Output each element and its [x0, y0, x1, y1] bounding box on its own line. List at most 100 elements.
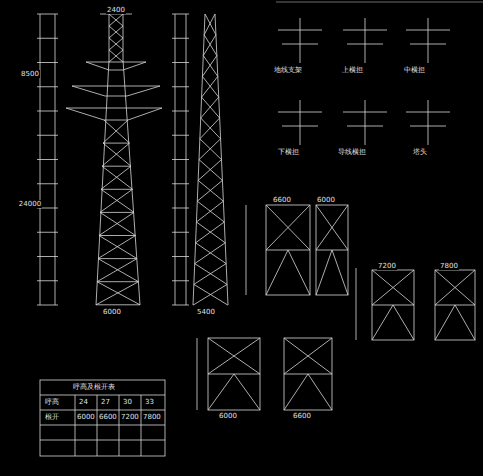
- member-line: [109, 26, 123, 38]
- member-line: [37, 159, 58, 160]
- member-line: [208, 338, 260, 374]
- member-line: [204, 14, 215, 35]
- member-line: [197, 180, 222, 201]
- member-line: [37, 280, 58, 281]
- member-line: [455, 305, 475, 340]
- member-line: [428, 100, 429, 145]
- member-line: [316, 205, 348, 250]
- member-line: [103, 120, 128, 143]
- member-line: [208, 374, 234, 410]
- member-line: [172, 232, 189, 233]
- dimension-text: 6000: [218, 412, 238, 420]
- member-line: [119, 395, 120, 456]
- member-line: [40, 425, 165, 426]
- member-line: [193, 284, 227, 305]
- member-line: [234, 374, 260, 410]
- member-line: [172, 38, 189, 39]
- member-line: [365, 18, 366, 63]
- table-cell: 33: [144, 398, 155, 406]
- member-line: [75, 395, 76, 456]
- member-line: [200, 139, 222, 160]
- member-line: [202, 97, 220, 118]
- member-line: [406, 112, 450, 113]
- member-line: [204, 35, 217, 56]
- member-line: [199, 139, 221, 160]
- member-line: [205, 14, 216, 35]
- member-line: [40, 395, 165, 396]
- member-line: [172, 305, 189, 306]
- member-line: [202, 76, 218, 97]
- member-line: [37, 86, 58, 87]
- member-line: [365, 100, 366, 145]
- member-line: [172, 135, 189, 136]
- view-title: 下横担: [277, 148, 300, 156]
- member-line: [284, 374, 308, 410]
- member-line: [284, 338, 332, 374]
- member-line: [278, 112, 322, 113]
- member-line: [203, 35, 216, 56]
- member-line: [172, 159, 189, 160]
- member-line: [202, 56, 216, 77]
- member-line: [104, 120, 129, 143]
- member-line: [284, 338, 332, 374]
- member-line: [37, 38, 58, 39]
- member-line: [109, 26, 123, 38]
- member-line: [343, 112, 387, 113]
- view-title: 塔头: [412, 148, 428, 156]
- table-cell: 24: [78, 398, 89, 406]
- member-line: [196, 222, 225, 243]
- member-line: [97, 282, 140, 305]
- member-line: [332, 250, 348, 295]
- member-line: [172, 86, 189, 87]
- member-line: [37, 62, 58, 63]
- member-line: [96, 304, 140, 305]
- member-line: [109, 50, 123, 62]
- member-line: [109, 38, 123, 50]
- member-line: [410, 44, 446, 45]
- member-line: [203, 56, 218, 77]
- member-line: [288, 250, 310, 295]
- member-line: [196, 222, 225, 243]
- table-cell: 7200: [120, 413, 140, 421]
- member-line: [101, 189, 132, 190]
- member-line: [435, 270, 475, 305]
- table-cell: 呼高: [44, 398, 60, 406]
- table-cell: 30: [122, 398, 133, 406]
- member-line: [99, 236, 137, 259]
- member-line: [100, 212, 134, 213]
- member-line: [40, 440, 165, 441]
- member-line: [195, 264, 227, 285]
- member-line: [172, 62, 189, 63]
- table-cell: 7800: [142, 413, 162, 421]
- member-line: [103, 143, 129, 144]
- table-cell: 呼高及根开表: [72, 383, 116, 391]
- member-line: [109, 14, 123, 26]
- member-line: [266, 250, 288, 295]
- dimension-text: 6000: [316, 196, 336, 204]
- dimension-text: 24000: [18, 200, 42, 208]
- table-cell: 根开: [44, 413, 60, 421]
- dimension-text: 2400: [106, 6, 126, 14]
- member-line: [347, 126, 383, 127]
- member-line: [316, 205, 348, 250]
- dimension-text: 7200: [377, 262, 397, 270]
- member-line: [172, 183, 189, 184]
- member-line: [200, 118, 220, 139]
- member-line: [308, 374, 332, 410]
- dimension-text: 8500: [20, 70, 40, 78]
- member-line: [96, 282, 138, 305]
- member-line: [172, 280, 189, 281]
- table-cell: 27: [100, 398, 111, 406]
- member-line: [101, 189, 134, 212]
- member-line: [194, 284, 228, 305]
- member-line: [98, 236, 135, 259]
- member-line: [172, 111, 189, 112]
- dimension-text: 6000: [102, 308, 122, 316]
- member-line: [372, 305, 393, 340]
- member-line: [99, 235, 135, 236]
- member-line: [282, 44, 318, 45]
- member-line: [372, 270, 414, 305]
- dimension-text: 6600: [292, 412, 312, 420]
- member-line: [316, 250, 332, 295]
